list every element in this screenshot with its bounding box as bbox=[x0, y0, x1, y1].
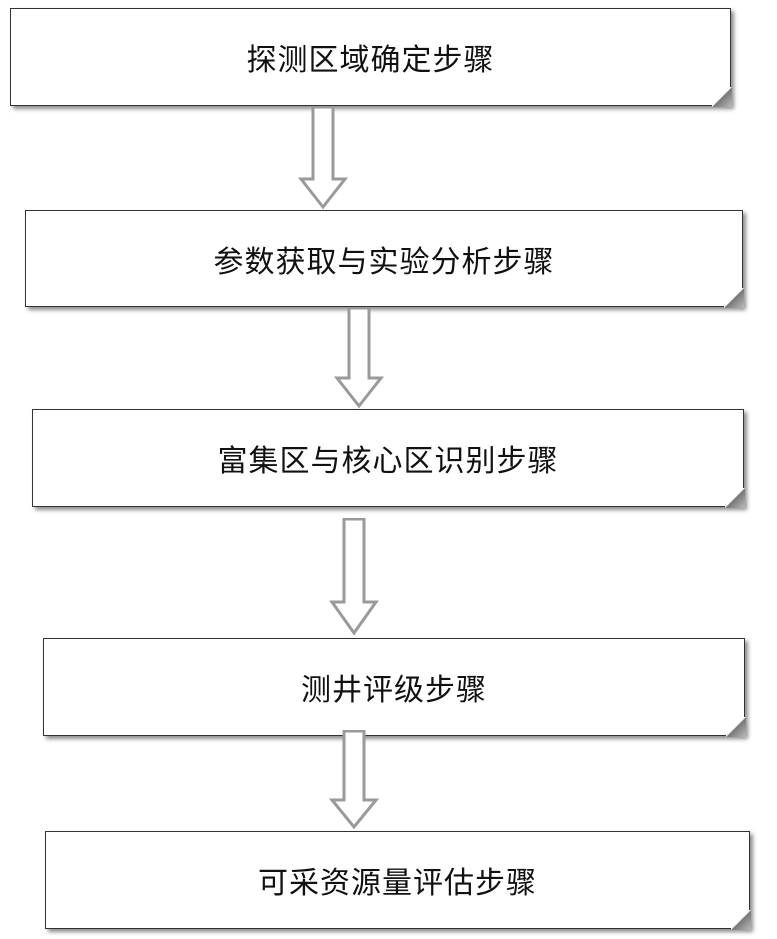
step-label-4: 测井评级步骤 bbox=[301, 665, 487, 709]
folded-corner-icon bbox=[725, 488, 745, 508]
step-label-5: 可采资源量评估步骤 bbox=[258, 858, 537, 902]
down-arrow-icon bbox=[298, 106, 348, 210]
step-label-3: 富集区与核心区识别步骤 bbox=[218, 436, 559, 480]
down-arrow-icon bbox=[329, 730, 379, 830]
step-box-3: 富集区与核心区识别步骤 bbox=[32, 409, 744, 507]
down-arrow-icon bbox=[329, 518, 379, 636]
step-label-1: 探测区域确定步骤 bbox=[247, 35, 495, 79]
step-box-5: 可采资源量评估步骤 bbox=[45, 831, 750, 929]
folded-corner-icon bbox=[731, 910, 751, 930]
step-box-2: 参数获取与实验分析步骤 bbox=[25, 210, 743, 307]
folded-corner-icon bbox=[726, 717, 746, 737]
step-box-4: 测井评级步骤 bbox=[43, 638, 745, 736]
step-box-1: 探测区域确定步骤 bbox=[10, 8, 731, 106]
step-label-2: 参数获取与实验分析步骤 bbox=[214, 237, 555, 281]
down-arrow-icon bbox=[334, 307, 384, 409]
folded-corner-icon bbox=[712, 87, 732, 107]
folded-corner-icon bbox=[724, 288, 744, 308]
